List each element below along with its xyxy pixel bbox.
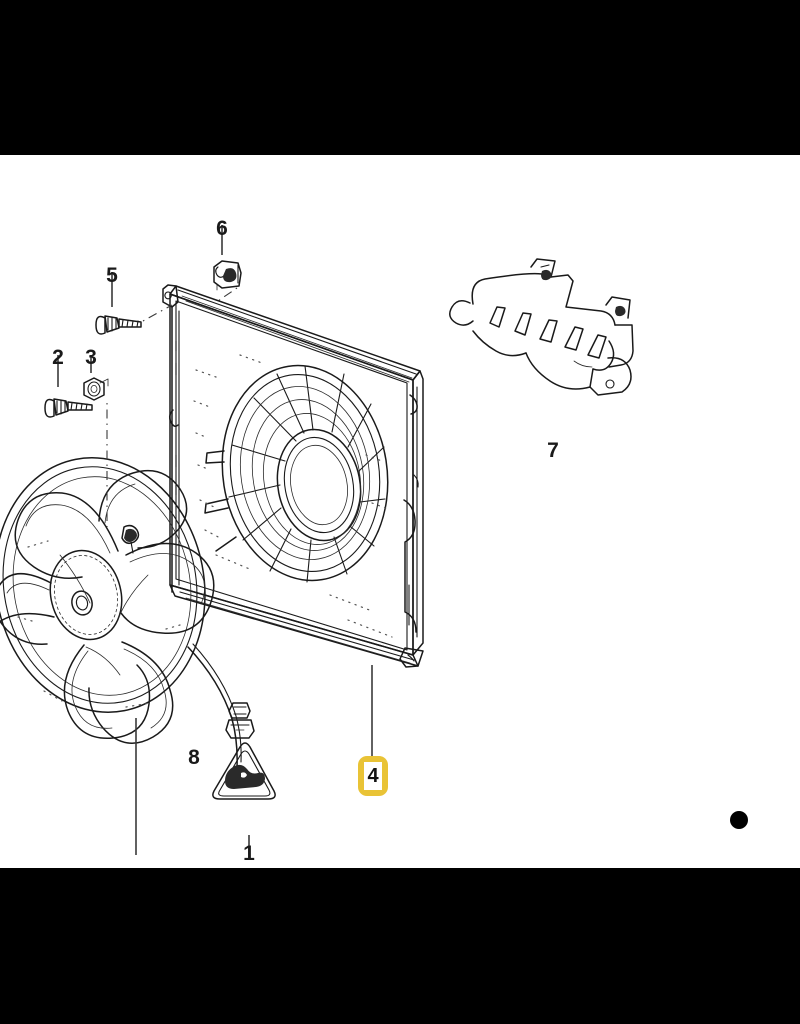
callout-label-6: 6 xyxy=(216,217,228,240)
parts-illustration: .ln { fill:none; stroke:#1a1a1a; stroke-… xyxy=(0,225,634,855)
bolt-part-2-graphic xyxy=(44,398,93,418)
bolt-part-5-graphic xyxy=(95,315,142,335)
letterbox-bottom xyxy=(0,868,800,1024)
callout-label-3: 3 xyxy=(85,346,97,369)
fan-shroud-graphic xyxy=(162,284,424,668)
warning-decal-part-8-graphic xyxy=(212,742,276,800)
callout-4-highlight-box[interactable]: 4 xyxy=(358,756,388,796)
shroud-shading xyxy=(193,354,393,638)
leader-lines xyxy=(57,225,373,855)
cooling-fan-graphic xyxy=(0,457,255,768)
relay-bracket-part-7-graphic xyxy=(449,258,634,396)
callout-label-8: 8 xyxy=(188,746,200,769)
alignment-centerlines xyxy=(106,287,238,527)
callout-label-7: 7 xyxy=(547,439,559,462)
shroud-grille xyxy=(204,364,389,583)
washer-part-3-graphic xyxy=(83,377,109,401)
black-dot-marker xyxy=(730,811,748,829)
letterbox-top xyxy=(0,0,800,155)
callout-label-2: 2 xyxy=(52,346,64,369)
callout-label-1: 1 xyxy=(243,842,255,865)
callout-label-5: 5 xyxy=(106,264,118,287)
diagram-canvas: .ln { fill:none; stroke:#1a1a1a; stroke-… xyxy=(0,155,800,868)
callout-label-4: 4 xyxy=(364,762,382,790)
clip-part-6-graphic xyxy=(213,260,242,291)
